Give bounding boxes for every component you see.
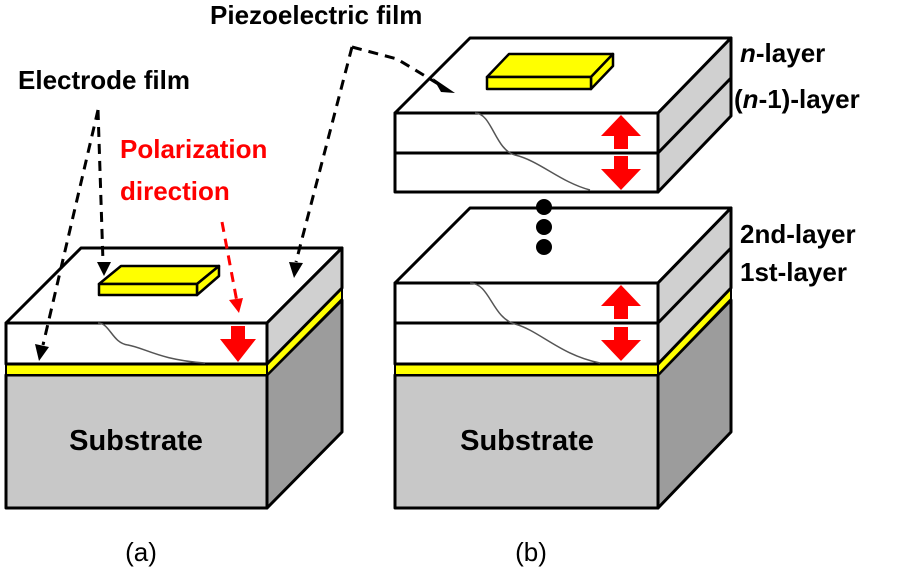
panel-b-caption: (b) bbox=[515, 537, 547, 567]
polarization-arrow-a bbox=[220, 326, 256, 362]
polarization-arrow-up-upper bbox=[601, 115, 641, 149]
polarization-label-line1: Polarization bbox=[120, 134, 267, 164]
polarization-arrow-up-lower bbox=[601, 285, 641, 319]
piezoelectric-film-label: Piezoelectric film bbox=[210, 0, 422, 30]
polarization-pointer bbox=[220, 221, 239, 303]
stress-curve-upper bbox=[474, 112, 591, 191]
stress-curve-a bbox=[97, 322, 206, 364]
stress-curve-lower bbox=[469, 282, 601, 364]
panel-a: Electrode film Polarization direction Su… bbox=[4, 65, 344, 567]
electrode-pointer-bottom bbox=[41, 109, 100, 346]
polarization-arrows-b bbox=[601, 115, 641, 361]
piezo-film-a-front bbox=[4, 321, 269, 366]
top-electrode-b bbox=[485, 52, 615, 91]
piezo-pointer-heads bbox=[289, 78, 455, 278]
n-layer-label: n-layer bbox=[740, 38, 825, 68]
layer-ellipsis bbox=[536, 199, 552, 255]
polarization-label-line2: direction bbox=[120, 176, 230, 206]
polarization-arrow-down-upper bbox=[601, 156, 641, 190]
n-1-layer-label: (n-1)-layer bbox=[734, 84, 860, 114]
pointer-arrows-a bbox=[41, 109, 239, 346]
lower-stack-side-divider bbox=[656, 246, 733, 325]
substrate-a-label: Substrate bbox=[69, 425, 203, 457]
lower-layer-stack bbox=[393, 206, 733, 366]
second-layer-label: 2nd-layer bbox=[740, 219, 856, 249]
top-electrode-a bbox=[97, 264, 221, 297]
first-layer-label: 1st-layer bbox=[740, 257, 847, 287]
piezo-pointers bbox=[294, 45, 441, 263]
polarization-arrow-down-lower bbox=[601, 327, 641, 361]
electrode-pointer-top bbox=[96, 109, 105, 263]
panel-a-caption: (a) bbox=[125, 537, 157, 567]
pointer-arrowheads-a bbox=[35, 262, 243, 361]
substrate-b bbox=[393, 298, 733, 510]
piezo-pointer-a bbox=[294, 46, 354, 263]
electrode-film-label: Electrode film bbox=[18, 65, 190, 95]
panel-b: Piezoelectric film n-layer (n-1)-layer 2… bbox=[210, 0, 860, 567]
upper-stack-side-divider bbox=[656, 76, 733, 155]
substrate-a bbox=[4, 298, 344, 510]
substrate-a-front bbox=[4, 373, 269, 510]
substrate-b-label: Substrate bbox=[460, 425, 594, 457]
